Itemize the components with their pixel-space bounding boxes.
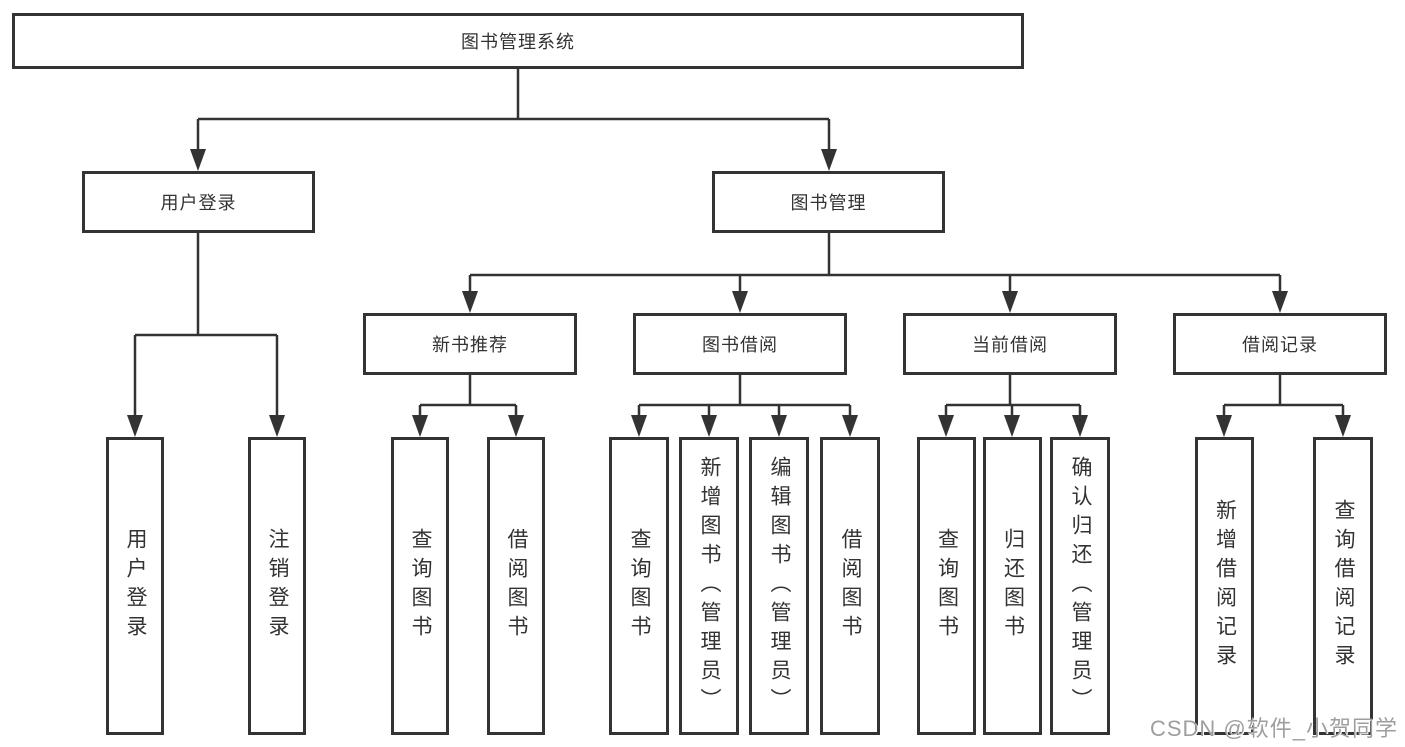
leaf-label: 编辑图书（管理员） bbox=[768, 455, 791, 717]
node-label: 图书借阅 bbox=[702, 335, 778, 355]
arrowhead-icon bbox=[732, 291, 748, 313]
node-new-book-recommend: 新书推荐 bbox=[363, 313, 577, 375]
connector-path bbox=[133, 69, 1345, 419]
node-label: 图书管理 bbox=[790, 193, 867, 213]
arrowhead-icon bbox=[1272, 291, 1288, 313]
arrowhead-icon bbox=[631, 415, 647, 437]
arrowhead-icon bbox=[412, 415, 428, 437]
leaf-add-borrow-record: 新增借阅记录 bbox=[1195, 437, 1254, 735]
node-borrowing-records: 借阅记录 bbox=[1173, 313, 1387, 375]
leaf-edit-book-admin: 编辑图书（管理员） bbox=[749, 437, 809, 735]
arrowhead-icon bbox=[190, 149, 206, 171]
leaf-label: 确认归还（管理员） bbox=[1069, 455, 1092, 717]
leaf-label: 查询借阅记录 bbox=[1332, 499, 1355, 673]
leaf-return-books: 归还图书 bbox=[983, 437, 1042, 735]
leaf-label: 新增借阅记录 bbox=[1213, 499, 1237, 673]
arrowhead-icon bbox=[938, 415, 954, 437]
leaf-logout: 注销登录 bbox=[248, 437, 306, 735]
leaf-borrow-books-recommend: 借阅图书 bbox=[487, 437, 545, 735]
leaf-query-borrow-record: 查询借阅记录 bbox=[1313, 437, 1373, 735]
leaf-user-login: 用户登录 bbox=[106, 437, 164, 735]
arrowhead-icon bbox=[1002, 291, 1018, 313]
node-library-management-system: 图书管理系统 bbox=[12, 13, 1024, 69]
leaf-label: 归还图书 bbox=[1001, 528, 1025, 644]
arrowhead-icon bbox=[269, 415, 285, 437]
node-label: 新书推荐 bbox=[432, 335, 508, 355]
arrowhead-icon bbox=[1072, 415, 1088, 437]
leaf-label: 查询图书 bbox=[628, 528, 651, 644]
arrowhead-icon bbox=[127, 415, 143, 437]
node-label: 图书管理系统 bbox=[461, 32, 575, 52]
csdn-watermark: CSDN @软件_小贺同学 bbox=[1149, 716, 1398, 741]
leaf-label: 注销登录 bbox=[266, 528, 289, 644]
leaf-query-books-recommend: 查询图书 bbox=[391, 437, 449, 735]
arrowhead-icon bbox=[1004, 415, 1020, 437]
arrowhead-icon bbox=[508, 415, 524, 437]
leaf-confirm-return-admin: 确认归还（管理员） bbox=[1050, 437, 1110, 735]
node-book-borrowing: 图书借阅 bbox=[633, 313, 847, 375]
arrowhead-icon bbox=[771, 415, 787, 437]
leaf-borrow-books-borrowing: 借阅图书 bbox=[820, 437, 880, 735]
leaf-add-book-admin: 新增图书（管理员） bbox=[679, 437, 739, 735]
leaf-label: 新增图书（管理员） bbox=[698, 455, 721, 717]
node-current-borrowing: 当前借阅 bbox=[903, 313, 1117, 375]
arrowhead-icon bbox=[1335, 415, 1351, 437]
node-label: 当前借阅 bbox=[972, 335, 1048, 355]
arrowhead-icon bbox=[701, 415, 717, 437]
leaf-label: 查询图书 bbox=[409, 528, 432, 644]
leaf-label: 用户登录 bbox=[124, 528, 147, 644]
leaf-label: 查询图书 bbox=[935, 528, 959, 644]
arrowhead-icon bbox=[842, 415, 858, 437]
leaf-label: 借阅图书 bbox=[505, 528, 528, 644]
node-book-management: 图书管理 bbox=[712, 171, 945, 233]
arrowhead-icon bbox=[462, 291, 478, 313]
arrowhead-icon bbox=[821, 149, 837, 171]
node-user-login: 用户登录 bbox=[82, 171, 315, 233]
leaf-label: 借阅图书 bbox=[839, 528, 862, 644]
leaf-query-books-current: 查询图书 bbox=[917, 437, 976, 735]
node-label: 用户登录 bbox=[160, 193, 237, 213]
arrowhead-icon bbox=[1216, 415, 1232, 437]
leaf-query-books-borrowing: 查询图书 bbox=[609, 437, 669, 735]
node-label: 借阅记录 bbox=[1242, 335, 1318, 355]
